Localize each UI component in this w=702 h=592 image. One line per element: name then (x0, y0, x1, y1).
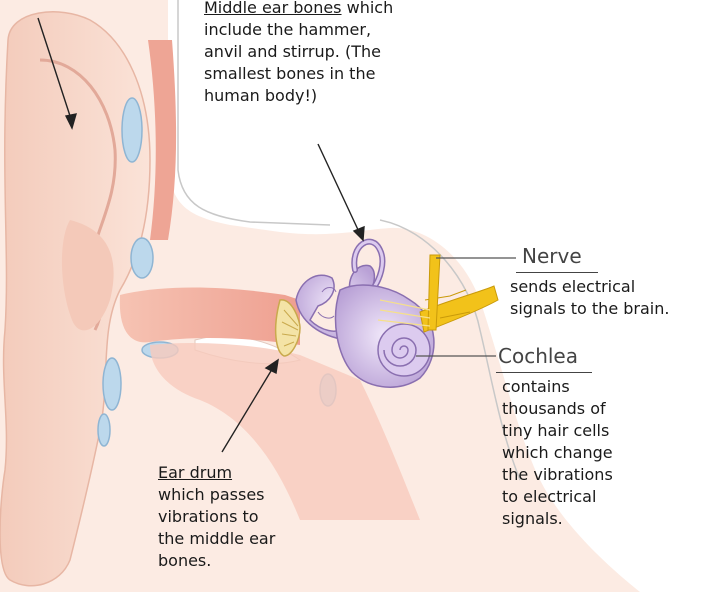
fluid-blob (122, 98, 142, 162)
ear-drum-title: Ear drum (158, 463, 232, 482)
middle-ear-line5: human body!) (204, 85, 464, 107)
ear-drum-line1: which passes (158, 484, 338, 506)
cochlea-line7: signals. (502, 508, 692, 530)
ear-drum-line4: bones. (158, 550, 338, 572)
ear-drum-line2: vibrations to (158, 506, 338, 528)
nerve-underline (516, 272, 598, 273)
ear-drum-line3: the middle ear (158, 528, 338, 550)
cochlea (378, 324, 430, 376)
middle-ear-label: Middle ear bones which include the hamme… (204, 0, 464, 107)
cochlea-label: contains thousands of tiny hair cells wh… (502, 376, 692, 530)
cochlea-line4: which change (502, 442, 692, 464)
cochlea-line3: tiny hair cells (502, 420, 692, 442)
nerve-line2: signals to the brain. (510, 298, 700, 320)
cochlea-line1: contains (502, 376, 692, 398)
fluid-blob (131, 238, 153, 278)
nerve-line1: sends electrical (510, 276, 700, 298)
arrow-middle-ear (318, 144, 364, 240)
ear-canal (120, 288, 300, 346)
cochlea-line6: to electrical (502, 486, 692, 508)
cochlea-underline (496, 372, 592, 373)
middle-ear-line1: which (347, 0, 394, 17)
fluid-blob (98, 414, 110, 446)
nerve-title: Nerve (522, 244, 582, 268)
middle-ear-line4: smallest bones in the (204, 63, 464, 85)
cochlea-title: Cochlea (498, 344, 578, 368)
fluid-blob (103, 358, 121, 410)
cochlea-line2: thousands of (502, 398, 692, 420)
middle-ear-line2: include the hammer, (204, 19, 464, 41)
middle-ear-line3: anvil and stirrup. (The (204, 41, 464, 63)
middle-ear-title: Middle ear bones (204, 0, 342, 17)
nerve-label: sends electrical signals to the brain. (510, 276, 700, 320)
ear-drum-label: Ear drum which passes vibrations to the … (158, 462, 338, 572)
cochlea-line5: the vibrations (502, 464, 692, 486)
